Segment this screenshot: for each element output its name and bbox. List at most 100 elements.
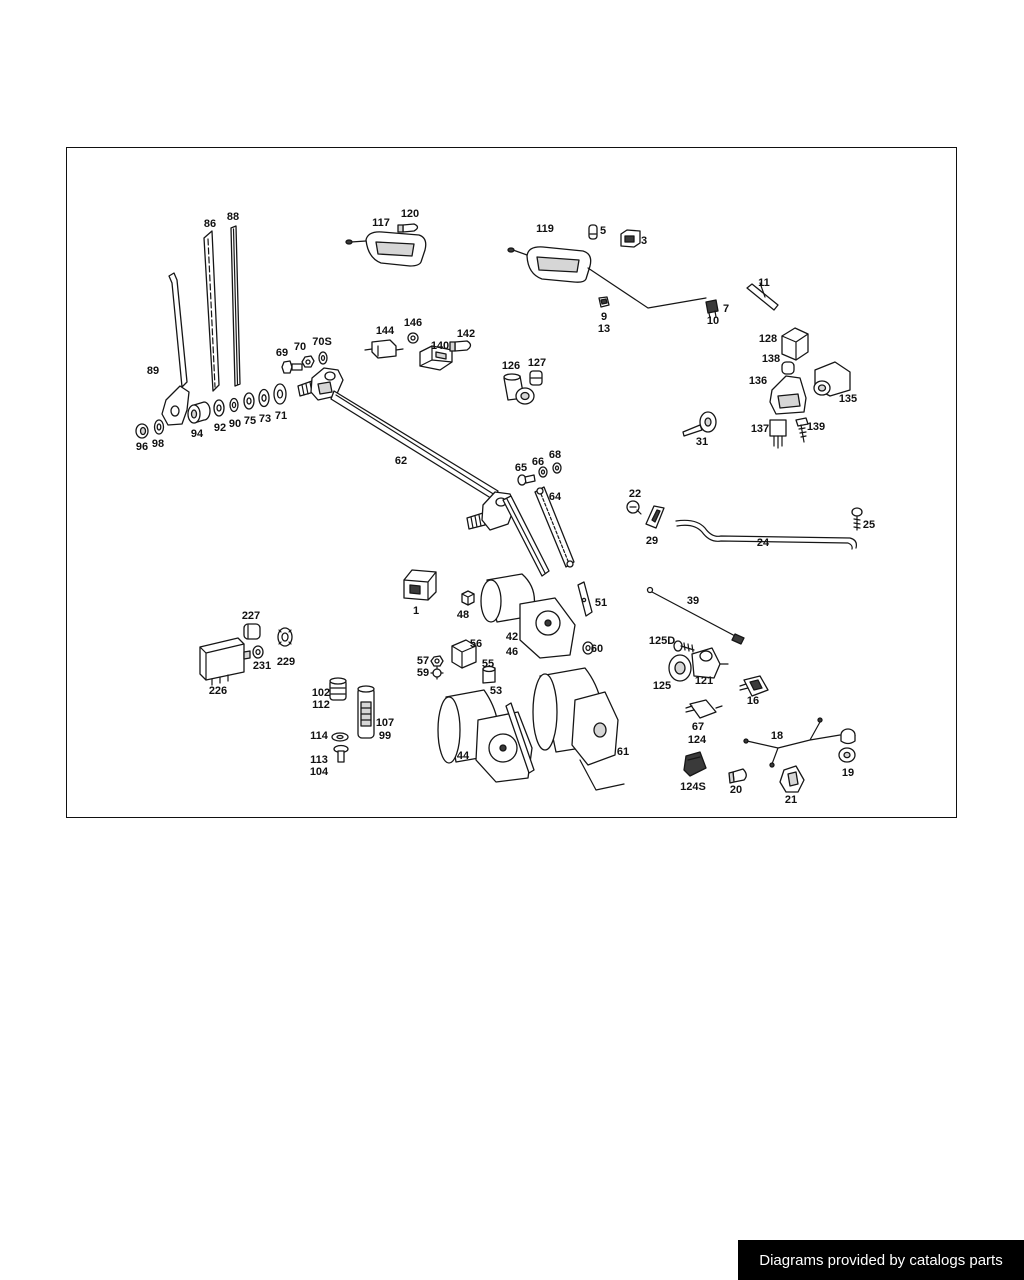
screw: [673, 640, 695, 653]
callout-1: 1: [413, 605, 419, 617]
callout-31: 31: [696, 436, 708, 448]
callout-70s: 70S: [312, 336, 332, 348]
washer: [229, 397, 239, 413]
operating-rod: [675, 519, 857, 550]
callout-24: 24: [757, 537, 770, 549]
callout-112: 112: [312, 699, 330, 711]
plug-connector: [769, 419, 787, 449]
knob: [682, 411, 717, 437]
interior-lamp-rear: [507, 246, 707, 309]
rod-clip: [645, 505, 665, 529]
lamp-bulb: [449, 340, 472, 352]
callout-92: 92: [214, 422, 226, 434]
callout-124: 124: [688, 734, 707, 746]
wiper-pivot-left: [297, 367, 344, 401]
callout-89: 89: [147, 365, 159, 377]
callout-69: 69: [276, 347, 288, 359]
callout-90: 90: [229, 418, 241, 430]
spring-cap: [781, 361, 795, 375]
washer: [331, 732, 349, 742]
callout-102: 102: [312, 687, 330, 699]
wiper-crank-link: [502, 495, 550, 577]
plug-connector: [739, 675, 769, 697]
bolt: [281, 360, 303, 374]
hex-nut: [301, 355, 315, 368]
wiper-pivot-right: [466, 491, 516, 531]
callout-146: 146: [404, 317, 422, 329]
callout-13: 13: [598, 323, 610, 335]
screw: [795, 417, 809, 443]
wiper-motor: [480, 573, 576, 659]
door-contact-switch: [813, 361, 851, 397]
hex-nut: [407, 332, 419, 344]
lamp-bulb: [728, 768, 747, 784]
door-contact-housing: [769, 375, 807, 415]
washer-motor: [532, 667, 625, 791]
callout-3: 3: [641, 235, 647, 247]
control-unit: [199, 637, 251, 686]
callout-126: 126: [502, 360, 520, 372]
callout-19: 19: [842, 767, 854, 779]
callout-25: 25: [863, 519, 875, 531]
wiper-link-arm: [534, 486, 575, 568]
switch: [620, 229, 641, 248]
wiper-motor-rear: [437, 689, 533, 783]
callout-117: 117: [372, 217, 390, 229]
pump-cap: [529, 370, 543, 386]
callout-140: 140: [431, 340, 449, 352]
callout-16: 16: [747, 695, 759, 707]
callout-124s: 124S: [680, 781, 706, 793]
callout-53: 53: [490, 685, 502, 697]
callout-121: 121: [695, 675, 713, 687]
interior-lamp-front: [345, 231, 427, 267]
callout-114: 114: [310, 730, 329, 742]
callout-55: 55: [482, 658, 494, 670]
callout-22: 22: [629, 488, 641, 500]
relay: [403, 569, 437, 601]
plug-connector: [685, 699, 723, 719]
callout-18: 18: [771, 730, 783, 742]
protective-cap: [840, 728, 856, 745]
callout-231: 231: [253, 660, 271, 672]
callout-113: 113: [310, 754, 328, 766]
callout-66: 66: [532, 456, 544, 468]
wiper-arm: [161, 272, 190, 426]
callout-229: 229: [277, 656, 295, 668]
callout-42: 42: [506, 631, 518, 643]
callout-44: 44: [457, 750, 470, 762]
washer: [243, 392, 255, 410]
callout-144: 144: [376, 325, 395, 337]
washer: [258, 388, 270, 408]
callout-107: 107: [376, 717, 394, 729]
cable: [646, 586, 745, 645]
washer: [153, 419, 165, 435]
wiper-blade: [203, 230, 220, 392]
callout-73: 73: [259, 413, 271, 425]
bushing-nut: [187, 401, 211, 424]
lamp-bulb: [588, 224, 598, 240]
wiper-linkage-rod: [330, 390, 499, 501]
callout-119: 119: [536, 223, 554, 235]
callout-226: 226: [209, 685, 227, 697]
cap-nut: [135, 423, 149, 439]
callout-139: 139: [807, 421, 825, 433]
callout-71: 71: [275, 410, 287, 422]
relay: [364, 339, 404, 359]
hex-nut: [538, 466, 548, 478]
callout-127: 127: [528, 357, 546, 369]
small-terminal: [598, 296, 610, 308]
callout-75: 75: [244, 415, 256, 427]
lamp-socket: [357, 685, 375, 739]
fuse-clip: [705, 299, 719, 319]
lamp-holder: [419, 345, 453, 371]
wiper-blade-refill: [230, 225, 241, 387]
switch-housing: [781, 327, 809, 361]
washer-pump: [503, 373, 535, 405]
callout-29: 29: [646, 535, 658, 547]
knurled-nut: [277, 627, 293, 647]
seal-ring: [273, 383, 287, 405]
relay: [451, 639, 477, 669]
lock-washer: [430, 666, 444, 680]
callout-128: 128: [759, 333, 777, 345]
